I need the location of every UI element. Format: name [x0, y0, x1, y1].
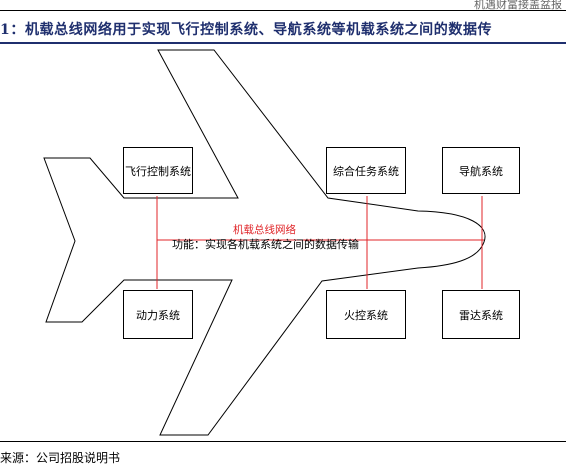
- source-note: 来源：公司招股说明书: [0, 451, 121, 465]
- bus-lines: [156, 196, 484, 289]
- report-header: 机遇财富接盖盆报: [474, 0, 562, 11]
- figure-title: 1：机载总线网络用于实现飞行控制系统、导航系统等机载系统之间的数据传: [0, 22, 493, 38]
- bus-network-label: 机载总线网络: [233, 224, 296, 236]
- airplane-outline: [43, 49, 486, 436]
- fire-control-system-box: 火控系统: [326, 290, 406, 339]
- flight-control-system-box: 飞行控制系统: [123, 147, 193, 194]
- header-divider: [0, 10, 566, 11]
- source-divider: [0, 441, 566, 442]
- power-system-box: 动力系统: [123, 290, 193, 339]
- radar-system-box: 雷达系统: [442, 290, 520, 339]
- navigation-system-box: 导航系统: [442, 147, 520, 194]
- bus-function-label: 功能：实现各机载系统之间的数据传输: [172, 238, 359, 251]
- title-divider: [0, 42, 566, 44]
- mission-system-box: 综合任务系统: [326, 147, 406, 194]
